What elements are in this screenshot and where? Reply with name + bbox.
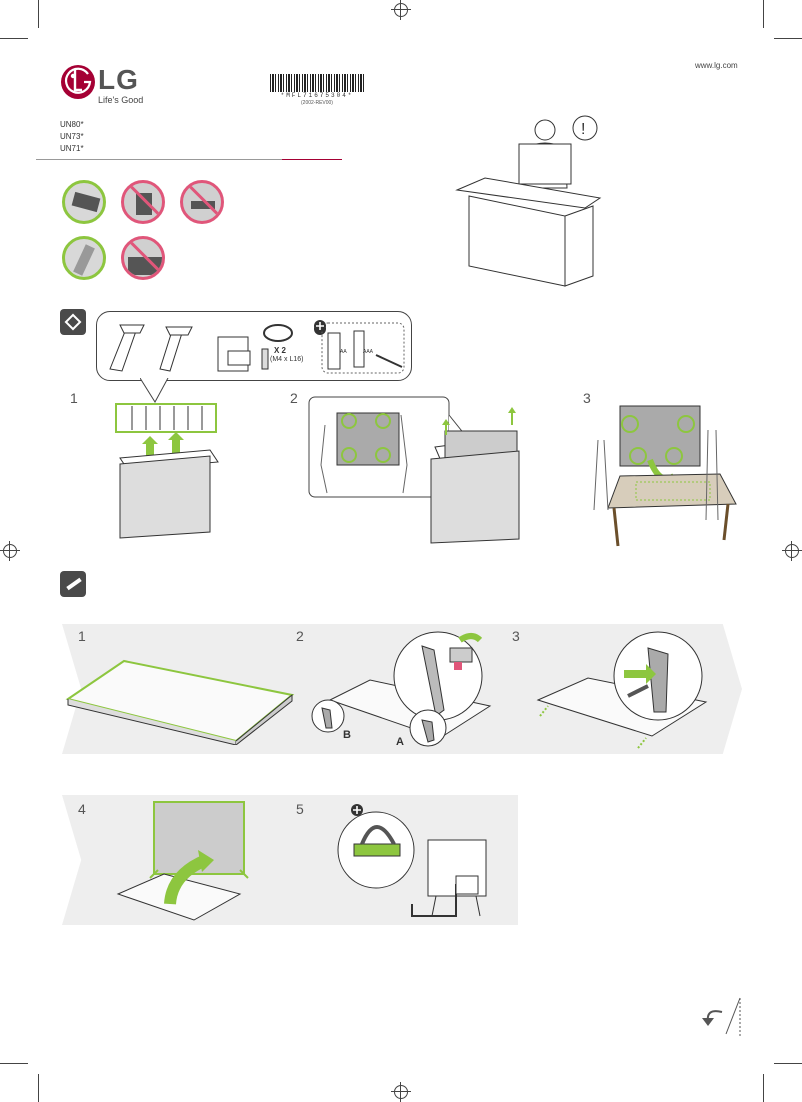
brand-tagline: Life's Good [98, 95, 144, 105]
divider-gray [36, 159, 282, 160]
assembly-step-number: 4 [78, 801, 86, 817]
unpack-step-number: 1 [70, 390, 78, 406]
battery-aa-label: AA [340, 349, 347, 355]
battery-aaa-label: AAA [363, 349, 374, 355]
callout-pointer [140, 378, 169, 403]
box-warning-illustration: ! [455, 115, 602, 287]
unpack-step-2-illustration [308, 396, 520, 544]
warning-mark: ! [581, 121, 585, 138]
handling-wrong-icon [180, 180, 224, 224]
page-turn-icon [702, 997, 741, 1038]
handling-correct-icon [62, 236, 106, 280]
screw-fasten-illustration [536, 631, 708, 749]
assembly-step-number: 2 [296, 628, 304, 644]
trim-mark [0, 38, 28, 39]
unpack-step-1-illustration [115, 403, 219, 539]
registration-mark [391, 0, 411, 20]
tv-face-down-illustration [65, 659, 295, 745]
barcode-revision: (2002-REV00) [301, 100, 333, 106]
stand-attach-illustration [311, 631, 492, 747]
assembly-section-icon [60, 571, 86, 597]
unpack-step-number: 2 [290, 390, 298, 406]
stand-b-label: B [343, 729, 351, 741]
assembly-step-number: 3 [512, 628, 520, 644]
model-number: UN71* [60, 144, 84, 153]
plus-icon [351, 804, 363, 816]
model-list: UN80* UN73* UN71* [60, 119, 84, 155]
trim-mark [38, 1074, 39, 1102]
handling-correct-icon [62, 180, 106, 224]
model-number: UN80* [60, 120, 84, 129]
lg-logo [60, 64, 96, 105]
barcode-text: *MFL71675304* [280, 92, 354, 99]
trim-mark [0, 1063, 28, 1064]
cable-management-illustration [337, 811, 487, 917]
screw-size: (M4 x L16) [270, 356, 304, 363]
unboxing-section-icon [60, 309, 86, 335]
screw-count: X 2 [274, 346, 287, 355]
unpack-step-3-illustration [593, 405, 737, 547]
lg-face-icon [61, 65, 95, 99]
registration-mark [391, 1082, 411, 1102]
trim-mark [774, 1063, 802, 1064]
handling-wrong-icon [121, 180, 165, 224]
unpack-step-number: 3 [583, 390, 591, 406]
stand-a-label: A [396, 736, 404, 748]
registration-mark [782, 541, 802, 561]
brand-name: LG [98, 64, 139, 95]
model-number: UN73* [60, 132, 84, 141]
assembly-step-number: 5 [296, 801, 304, 817]
plus-icon [314, 320, 326, 332]
website-link[interactable]: www.lg.com [695, 61, 738, 70]
assembly-step-number: 1 [78, 628, 86, 644]
registration-mark [0, 541, 20, 561]
handling-wrong-icon [121, 236, 165, 280]
components-illustration [109, 322, 405, 374]
barcode [270, 74, 364, 92]
trim-mark [763, 1074, 764, 1102]
trim-mark [38, 0, 39, 28]
trim-mark [763, 0, 764, 28]
trim-mark [774, 38, 802, 39]
tv-upright-illustration [116, 801, 249, 921]
divider-red [282, 159, 342, 160]
